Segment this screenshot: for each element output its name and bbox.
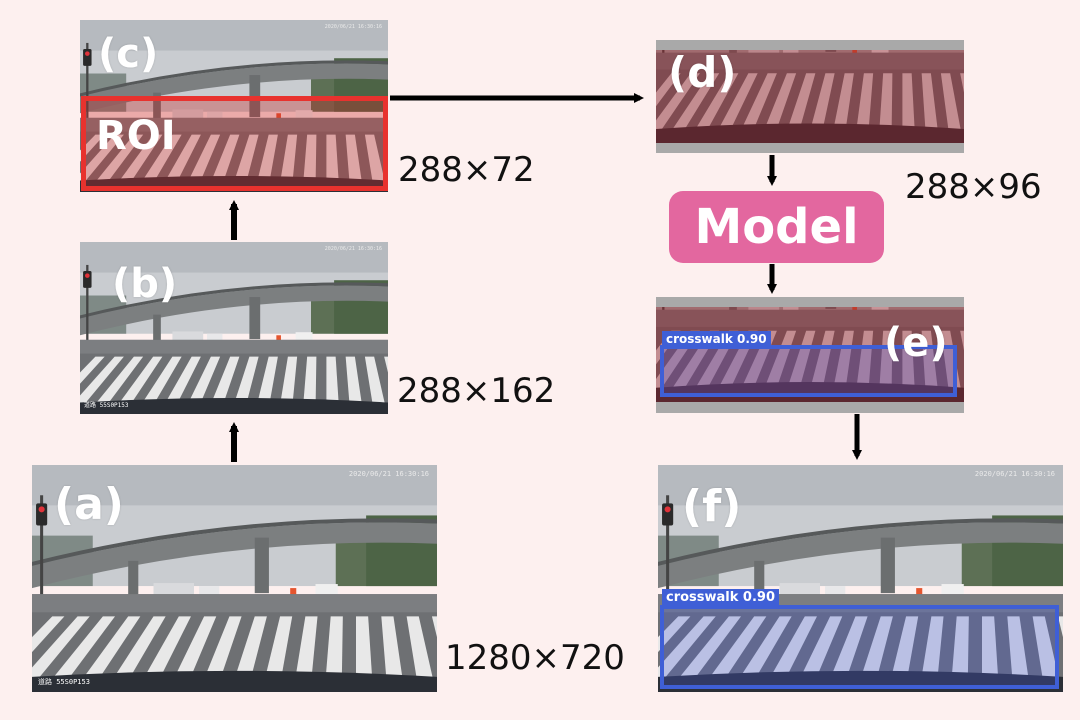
timestamp: 2020/06/21 16:30:16 xyxy=(348,470,429,478)
roi-label: ROI xyxy=(96,113,176,159)
frame-a: (a) 2020/06/21 16:30:16 道路 55S0P153 xyxy=(32,465,437,692)
roi-box xyxy=(81,96,388,191)
roi-crop-scene xyxy=(656,307,964,402)
plate-stamp: 道路 55S0P153 xyxy=(38,678,90,686)
panel-label-c: (c) xyxy=(98,31,159,77)
frame-f: (f) 2020/06/21 16:30:16 crosswalk 0.90 xyxy=(658,465,1063,692)
size-label-d: 288×96 xyxy=(905,167,1042,207)
timestamp: 2020/06/21 16:30:16 xyxy=(324,246,382,252)
detection-box xyxy=(660,605,1059,689)
street-scene xyxy=(80,242,388,414)
detection-label: crosswalk 0.90 xyxy=(662,589,780,606)
detection-label: crosswalk 0.90 xyxy=(662,331,771,348)
panel-label-a: (a) xyxy=(54,479,124,530)
frame-b: (b) 2020/06/21 16:30:16 道路 55S0P153 xyxy=(80,242,388,414)
plate-stamp: 道路 55S0P153 xyxy=(84,402,129,409)
street-scene xyxy=(32,465,437,692)
model-block: Model xyxy=(669,191,884,263)
panel-label-d: (d) xyxy=(668,48,737,97)
frame-e: crosswalk 0.90 (e) xyxy=(656,297,964,413)
frame-d: (d) xyxy=(656,40,964,153)
detection-box xyxy=(660,345,957,397)
panel-label-e: (e) xyxy=(884,320,948,366)
panel-label-b: (b) xyxy=(112,261,178,307)
size-label-b: 288×162 xyxy=(397,371,556,411)
timestamp: 2020/06/21 16:30:16 xyxy=(974,470,1055,478)
roi-crop-scene xyxy=(656,50,964,143)
timestamp: 2020/06/21 16:30:16 xyxy=(324,24,382,30)
size-label-c: 288×72 xyxy=(398,150,535,190)
panel-label-f: (f) xyxy=(682,481,742,532)
size-label-a: 1280×720 xyxy=(445,638,625,678)
